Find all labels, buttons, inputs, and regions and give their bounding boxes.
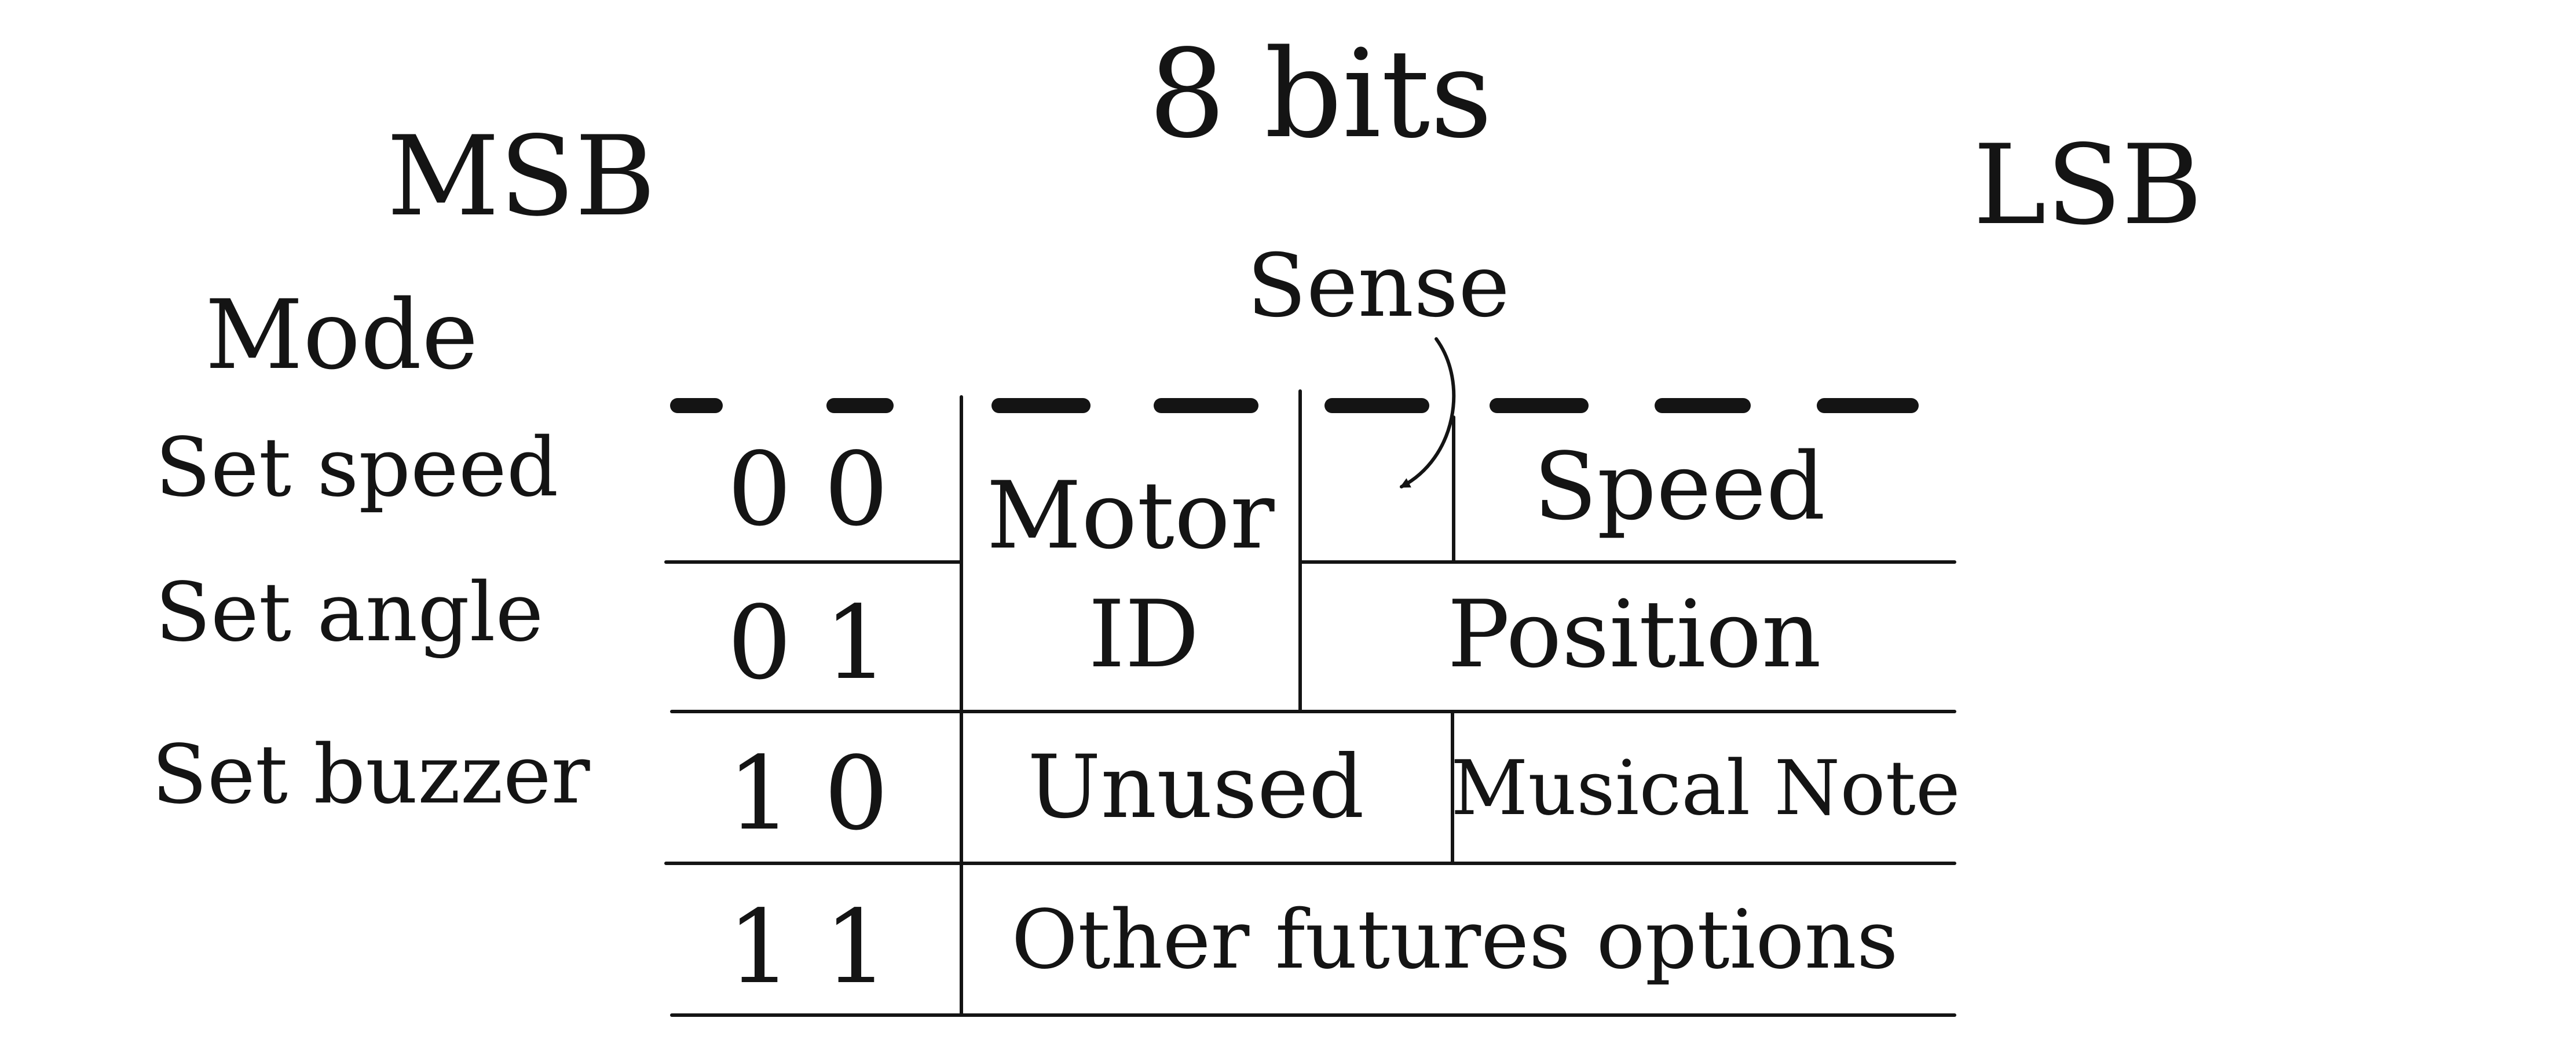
- field-speed-label: Speed: [1534, 432, 1825, 541]
- mode-name-set-speed: Set speed: [155, 421, 558, 515]
- field-motor-label: Motor: [986, 461, 1275, 570]
- mode-name-set-angle: Set angle: [155, 566, 543, 660]
- sense-label: Sense: [1247, 236, 1510, 337]
- field-unused-label: Unused: [1027, 737, 1364, 838]
- table-grid: [664, 389, 1956, 1017]
- field-musical-note-label: Musical Note: [1451, 744, 1960, 832]
- mode-bits-10: 1 0: [727, 735, 888, 853]
- msb-label: MSB: [387, 112, 656, 240]
- sense-arrow: [1399, 337, 1456, 488]
- field-position-label: Position: [1447, 580, 1821, 688]
- mode-header: Mode: [205, 279, 478, 391]
- field-other-options-label: Other futures options: [1011, 893, 1898, 987]
- mode-bits-00: 0 0: [727, 431, 888, 549]
- title-label: 8 bits: [1148, 23, 1492, 165]
- mode-name-set-buzzer: Set buzzer: [152, 728, 590, 822]
- mode-bits-01: 0 1: [727, 585, 888, 702]
- lsb-label: LSB: [1973, 121, 2202, 249]
- mode-bits-11: 1 1: [727, 889, 888, 1006]
- field-id-label: ID: [1088, 580, 1199, 688]
